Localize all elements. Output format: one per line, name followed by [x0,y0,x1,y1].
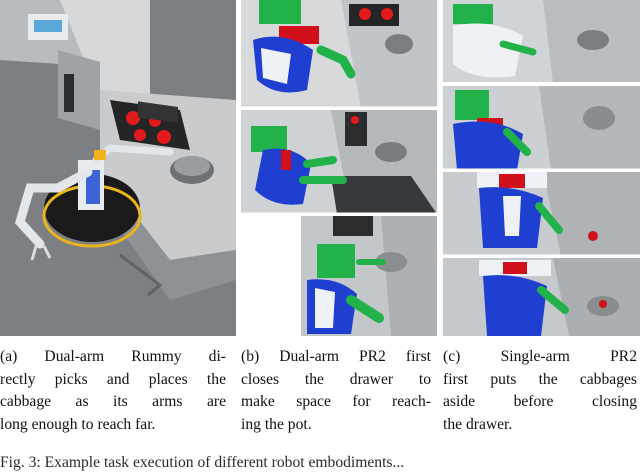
caption-line: make space for reach- [241,393,431,411]
caption-line: closes the drawer to [241,370,431,388]
panel-b-image [241,0,437,336]
caption-panel-c: (c) Single-arm PR2 first puts the cabbag… [443,346,637,436]
panel-c-image [443,0,640,336]
caption-panel-b: (b) Dual-arm PR2 first closes the drawer… [241,346,431,436]
caption-line: long enough to reach far. [0,415,156,433]
caption-panel-a: (a) Dual-arm Rummy di- rectly picks and … [0,346,226,436]
caption-line: cabbage as its arms are [0,393,226,411]
caption-line: rectly picks and places the [0,370,226,388]
panel-a-image [0,0,236,336]
caption-line: ing the pot. [241,415,312,433]
caption-line: aside before closing [443,393,637,411]
caption-line: the drawer. [443,415,513,433]
figure-caption: Fig. 3: Example task execution of differ… [0,454,405,471]
caption-line: first puts the cabbages [443,370,637,388]
caption-line: (b) Dual-arm PR2 first [241,348,431,365]
caption-line: (c) Single-arm PR2 [443,348,637,365]
caption-line: (a) Dual-arm Rummy di- [0,348,226,365]
